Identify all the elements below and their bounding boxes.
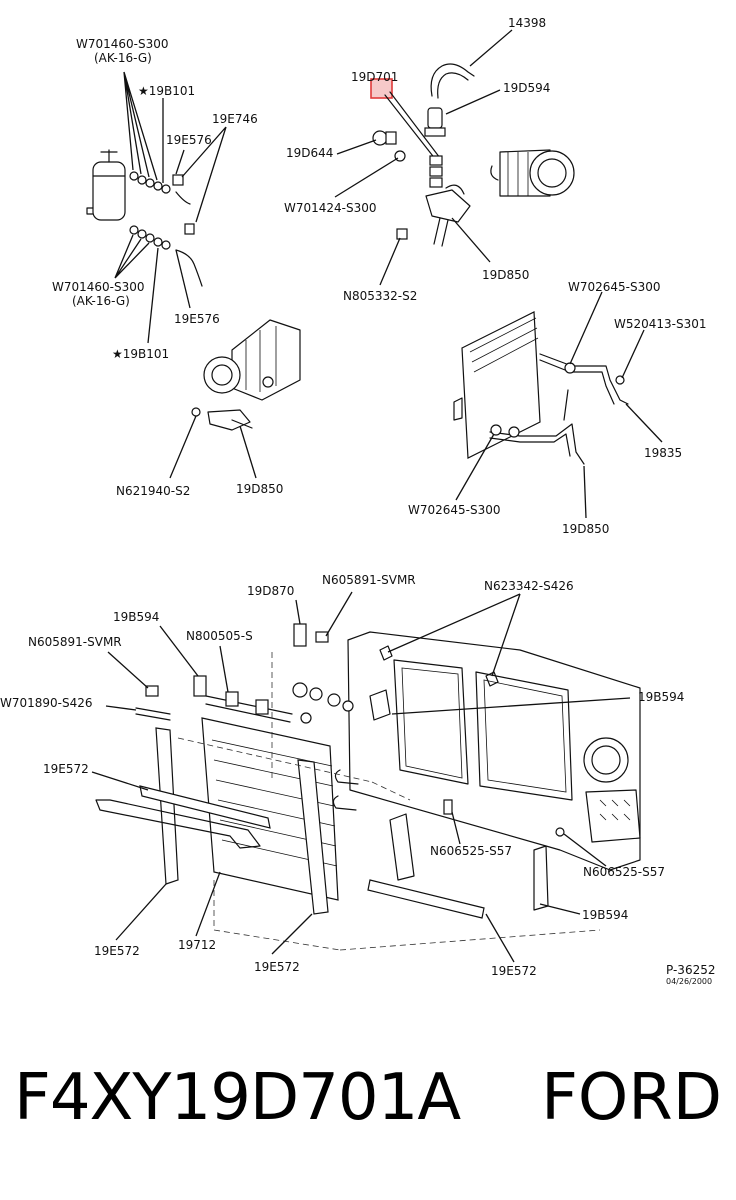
callout-c27: 19B594 bbox=[113, 610, 159, 624]
callout-c14: 19D594 bbox=[503, 81, 550, 95]
callout-c16: W701424-S300 bbox=[284, 201, 377, 215]
callout-c31: 19B594 bbox=[638, 690, 684, 704]
callout-c15: 19D644 bbox=[286, 146, 333, 160]
callout-c32: 19E572 bbox=[43, 762, 89, 776]
callout-c25: N605891-SVMR bbox=[322, 573, 416, 587]
callout-c21: 19835 bbox=[644, 446, 682, 460]
callout-c20: W520413-S301 bbox=[614, 317, 707, 331]
callout-c39: 19E572 bbox=[491, 964, 537, 978]
callout-c1: W701460-S300 bbox=[76, 37, 169, 51]
radiator-support-assembly bbox=[91, 591, 641, 963]
illustration-date: 04/26/2000 bbox=[666, 977, 712, 986]
callout-c3: ★19B101 bbox=[138, 84, 195, 98]
callout-c8: 19E576 bbox=[174, 312, 220, 326]
callout-c23: 19D850 bbox=[562, 522, 609, 536]
suction-tube-assembly bbox=[334, 29, 575, 286]
brand-name: FORD bbox=[541, 1061, 722, 1135]
illustration-id: P-36252 bbox=[666, 963, 715, 977]
callout-c2: (AK-16-G) bbox=[94, 51, 152, 65]
callout-c36: 19E572 bbox=[94, 944, 140, 958]
callout-c7: (AK-16-G) bbox=[72, 294, 130, 308]
accumulator-assembly bbox=[86, 71, 227, 344]
callout-c9: ★19B101 bbox=[112, 347, 169, 361]
callout-labels: W701460-S300 (AK-16-G) ★19B101 19E746 19… bbox=[0, 16, 715, 986]
callout-c6: W701460-S300 bbox=[52, 280, 145, 294]
callout-c28: N605891-SVMR bbox=[28, 635, 122, 649]
callout-c22: W702645-S300 bbox=[408, 503, 501, 517]
callout-c4: 19E746 bbox=[212, 112, 258, 126]
callout-c34: N606525-S57 bbox=[583, 865, 665, 879]
callout-c38: 19E572 bbox=[254, 960, 300, 974]
callout-c30: W701890-S426 bbox=[0, 696, 93, 710]
callout-c11: 19D850 bbox=[236, 482, 283, 496]
callout-c26: N623342-S426 bbox=[484, 579, 574, 593]
callout-c33: N606525-S57 bbox=[430, 844, 512, 858]
condenser-tube-assembly bbox=[453, 291, 663, 519]
callout-c12: 14398 bbox=[508, 16, 546, 30]
callout-c37: 19712 bbox=[178, 938, 216, 952]
footer-caption: F4XY19D701A FORD bbox=[0, 1040, 736, 1160]
parts-diagram: W701460-S300 (AK-16-G) ★19B101 19E746 19… bbox=[0, 16, 715, 986]
compressor-lower-left bbox=[169, 319, 301, 479]
callout-c35: 19B594 bbox=[582, 908, 628, 922]
part-number: F4XY19D701A bbox=[14, 1061, 461, 1135]
callout-c5: 19E576 bbox=[166, 133, 212, 147]
callout-c19: W702645-S300 bbox=[568, 280, 661, 294]
callout-c17: N805332-S2 bbox=[343, 289, 417, 303]
callout-c29: N800505-S bbox=[186, 629, 253, 643]
callout-c18: 19D850 bbox=[482, 268, 529, 282]
callout-c24: 19D870 bbox=[247, 584, 294, 598]
callout-c13: 19D701 bbox=[351, 70, 398, 84]
callout-c10: N621940-S2 bbox=[116, 484, 190, 498]
